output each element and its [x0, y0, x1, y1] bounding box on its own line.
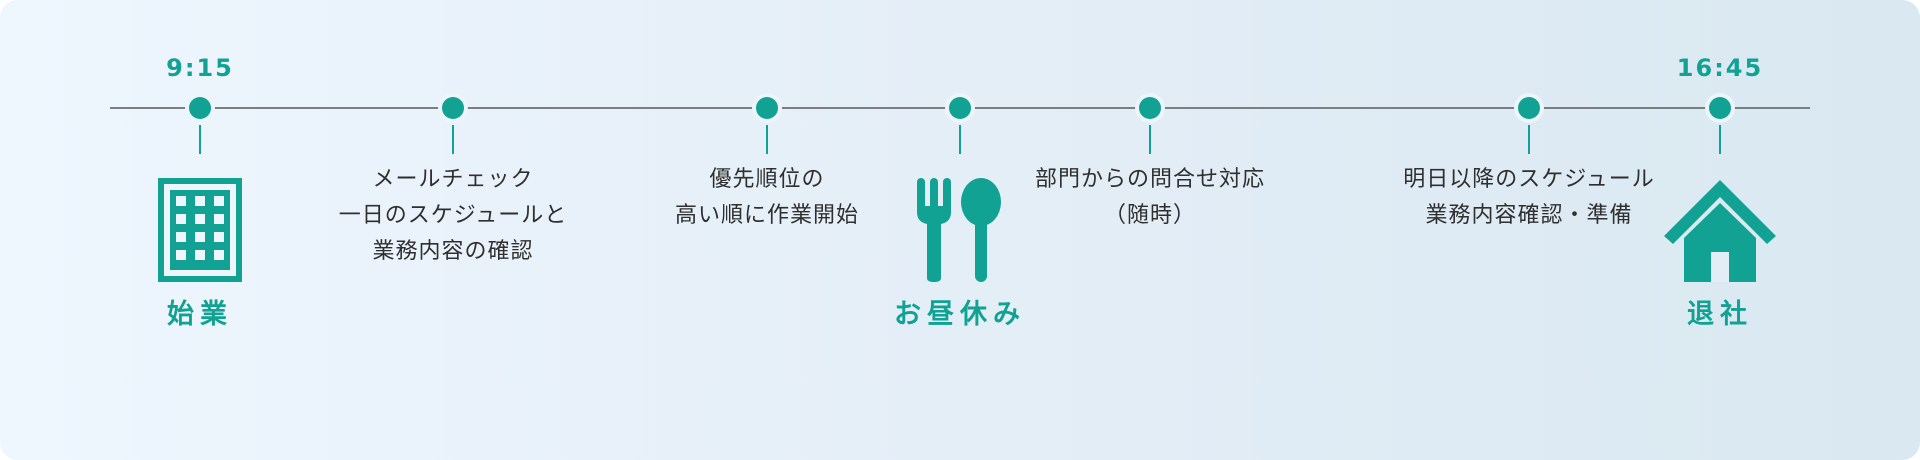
step-description: メールチェック 一日のスケジュールと 業務内容の確認: [283, 162, 623, 270]
start-label: 始業: [167, 299, 233, 330]
step-description-line: 業務内容の確認: [372, 239, 534, 264]
timeline-stem: [199, 125, 201, 154]
step-description-line: 部門からの問合せ対応: [1034, 167, 1265, 192]
timeline-dot: [1518, 97, 1540, 119]
step-description-line: 明日以降のスケジュール: [1403, 167, 1655, 192]
step-description: 明日以降のスケジュール 業務内容確認・準備: [1359, 162, 1699, 234]
timeline-stem: [1528, 125, 1530, 154]
timeline-stem: [1149, 125, 1151, 154]
lunch-label: お昼休み: [894, 299, 1026, 330]
step-description-line: メールチェック: [372, 167, 534, 192]
timeline-dot: [949, 97, 971, 119]
house-icon: [1664, 180, 1776, 282]
step-description: 優先順位の 高い順に作業開始: [597, 162, 937, 234]
end-time: 16:45: [1676, 54, 1764, 82]
timeline-stem: [766, 125, 768, 154]
office-building-icon: [158, 178, 242, 282]
timeline-dot: [442, 97, 464, 119]
step-description-line: 一日のスケジュールと: [338, 203, 568, 228]
timeline-stem: [452, 125, 454, 154]
timeline-dot: [189, 97, 211, 119]
timeline-stem: [1719, 125, 1721, 154]
start-time: 9:15: [166, 54, 234, 82]
timeline-dot: [756, 97, 778, 119]
step-description-line: 高い順に作業開始: [674, 203, 859, 228]
timeline-stem: [959, 125, 961, 154]
step-description: 部門からの問合せ対応 （随時）: [980, 162, 1320, 234]
step-description-line: 優先順位の: [709, 167, 825, 192]
step-description-line: 業務内容確認・準備: [1425, 203, 1633, 228]
timeline-dot: [1709, 97, 1731, 119]
timeline-dot: [1139, 97, 1161, 119]
fork-spoon-icon: [917, 178, 1001, 282]
end-label: 退社: [1687, 299, 1753, 330]
step-description-line: （随時）: [1103, 203, 1196, 228]
